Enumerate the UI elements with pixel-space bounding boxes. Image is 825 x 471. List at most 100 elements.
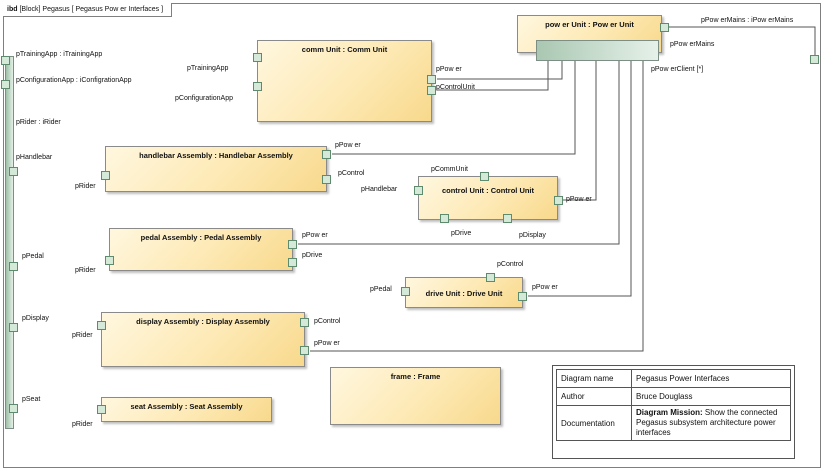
port-seat-rider[interactable] xyxy=(97,405,106,414)
block-title: drive Unit : Drive Unit xyxy=(425,289,503,298)
connector-powermains xyxy=(668,26,816,58)
label-display-ext: pDisplay xyxy=(22,315,49,322)
label-pedal-power: pPow er xyxy=(302,232,328,239)
legend-key: Documentation xyxy=(556,405,632,441)
legend-value: Pegasus Power Interfaces xyxy=(631,369,791,388)
port-comm-trainingapp[interactable] xyxy=(253,53,262,62)
label-control-drive: pDrive xyxy=(451,230,472,237)
label-seat-rider: pRider xyxy=(72,421,93,428)
block-title: comm Unit : Comm Unit xyxy=(301,45,388,54)
port-drive-control[interactable] xyxy=(486,273,495,282)
label-comm-configurationapp: pConfigurationApp xyxy=(175,95,233,102)
label-trainingapp-ext: pTrainingApp : iTrainingApp xyxy=(16,51,103,58)
label-comm-trainingapp: pTrainingApp xyxy=(187,65,229,72)
block-title: pedal Assembly : Pedal Assembly xyxy=(140,233,262,242)
label-drive-control: pControl xyxy=(497,261,524,268)
port-pedal-rider[interactable] xyxy=(105,256,114,265)
diagram-frame-title: ibd [Block] Pegasus [ Pegasus Pow er Int… xyxy=(3,3,173,17)
port-handlebar-control[interactable] xyxy=(322,175,331,184)
block-title: frame : Frame xyxy=(390,372,441,381)
connector-display-power xyxy=(310,61,644,352)
label-handlebar-control: pControl xyxy=(338,170,365,177)
label-display-power: pPow er xyxy=(314,340,340,347)
port-comm-controlunit[interactable] xyxy=(427,86,436,95)
port-handlebar-ext[interactable] xyxy=(9,167,18,176)
block-title: handlebar Assembly : Handlebar Assembly xyxy=(139,151,293,160)
block-seat-assembly[interactable]: seat Assembly : Seat Assembly xyxy=(101,397,272,422)
external-port-rail xyxy=(5,56,14,429)
label-powermains-ext: pPow erMains : iPow erMains xyxy=(701,17,794,24)
label-control-communit: pCommUnit xyxy=(431,166,468,173)
port-control-handlebar[interactable] xyxy=(414,186,423,195)
block-control-unit[interactable]: control Unit : Control Unit xyxy=(418,176,558,220)
block-title: pow er Unit : Pow er Unit xyxy=(545,20,634,29)
legend-key: Diagram name xyxy=(556,369,632,388)
label-comm-controlunit: pControlUnit xyxy=(436,84,475,91)
label-drive-power: pPow er xyxy=(532,284,558,291)
block-pedal-assembly[interactable]: pedal Assembly : Pedal Assembly xyxy=(109,228,293,271)
connector-pedal-power xyxy=(298,61,620,245)
label-control-display: pDisplay xyxy=(519,232,546,239)
port-control-power[interactable] xyxy=(554,196,563,205)
label-pedal-drive: pDrive xyxy=(302,252,323,259)
label-configurationapp-ext: pConfigurationApp : iConfigrationApp xyxy=(16,77,132,84)
connector-comm-power xyxy=(437,61,563,80)
legend-row: Diagram name Pegasus Power Interfaces xyxy=(556,369,791,388)
block-display-assembly[interactable]: display Assembly : Display Assembly xyxy=(101,312,305,367)
block-comm-unit[interactable]: comm Unit : Comm Unit xyxy=(257,40,432,122)
label-display-control: pControl xyxy=(314,318,341,325)
legend-frame xyxy=(552,365,795,459)
port-control-display[interactable] xyxy=(503,214,512,223)
port-configurationapp-ext[interactable] xyxy=(1,80,10,89)
port-control-drive[interactable] xyxy=(440,214,449,223)
port-trainingapp-ext[interactable] xyxy=(1,56,10,65)
block-title: seat Assembly : Seat Assembly xyxy=(130,402,243,411)
block-frame[interactable]: frame : Frame xyxy=(330,367,501,425)
diagram-frame xyxy=(3,3,821,468)
block-title: control Unit : Control Unit xyxy=(441,186,535,195)
legend-value: Bruce Douglass xyxy=(631,387,791,406)
port-display-control[interactable] xyxy=(300,318,309,327)
connector-comm-controlunit xyxy=(437,61,549,91)
label-control-power: pPow er xyxy=(566,196,592,203)
port-seat-ext[interactable] xyxy=(9,404,18,413)
label-rider-ext: pRider : iRider xyxy=(16,119,61,126)
block-handlebar-assembly[interactable]: handlebar Assembly : Handlebar Assembly xyxy=(105,146,327,192)
label-pedal-ext: pPedal xyxy=(22,253,44,260)
port-pedal-power[interactable] xyxy=(288,240,297,249)
block-drive-unit[interactable]: drive Unit : Drive Unit xyxy=(405,277,523,308)
label-power-powermains: pPow erMains xyxy=(670,41,715,48)
label-handlebar-rider: pRider xyxy=(75,183,96,190)
power-client-bar xyxy=(536,40,659,61)
connector-handlebar-power xyxy=(332,61,576,155)
label-handlebar-power: pPow er xyxy=(335,142,361,149)
port-display-ext[interactable] xyxy=(9,323,18,332)
connector-control-power xyxy=(563,61,597,201)
port-display-rider[interactable] xyxy=(97,321,106,330)
label-handlebar-ext: pHandlebar xyxy=(16,154,53,161)
label-pedal-rider: pRider xyxy=(75,267,96,274)
label-control-handlebar: pHandlebar xyxy=(361,186,398,193)
port-comm-configurationapp[interactable] xyxy=(253,82,262,91)
connector-drive-power xyxy=(528,61,632,297)
port-powermains-ext[interactable] xyxy=(810,55,819,64)
legend-documentation: Diagram Mission: Show the connected Pega… xyxy=(631,405,791,441)
port-handlebar-power[interactable] xyxy=(322,150,331,159)
port-handlebar-rider[interactable] xyxy=(101,171,110,180)
legend-table: Diagram name Pegasus Power Interfaces Au… xyxy=(556,369,791,441)
port-drive-power[interactable] xyxy=(518,292,527,301)
label-power-powerclient: pPow erClient [*] xyxy=(651,66,704,73)
label-seat-ext: pSeat xyxy=(22,396,41,403)
port-pedal-drive[interactable] xyxy=(288,258,297,267)
port-pedal-ext[interactable] xyxy=(9,262,18,271)
port-power-powermains[interactable] xyxy=(660,23,669,32)
legend-row: Author Bruce Douglass xyxy=(556,387,791,406)
port-comm-power[interactable] xyxy=(427,75,436,84)
port-control-communit[interactable] xyxy=(480,172,489,181)
port-drive-pedal[interactable] xyxy=(401,287,410,296)
legend-row: Documentation Diagram Mission: Show the … xyxy=(556,405,791,441)
legend-key: Author xyxy=(556,387,632,406)
label-drive-pedal: pPedal xyxy=(370,286,392,293)
label-comm-power: pPow er xyxy=(436,66,462,73)
port-display-power[interactable] xyxy=(300,346,309,355)
